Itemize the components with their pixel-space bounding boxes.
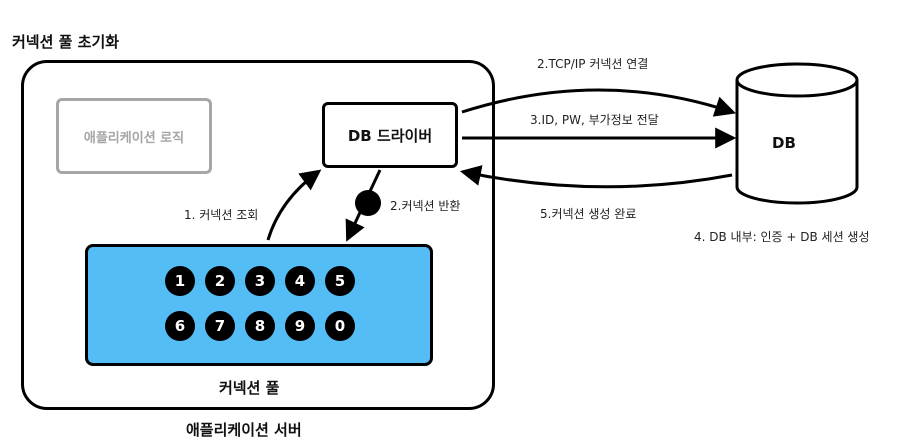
step-lookup-label: 1. 커넥션 조회 (184, 208, 259, 222)
connection-6: 6 (165, 311, 195, 341)
connection-8: 8 (245, 311, 275, 341)
connection-0: 0 (325, 311, 355, 341)
connection-pool-label: 커넥션 풀 (219, 379, 280, 397)
database-label: DB (772, 134, 796, 152)
step-return-label: 2.커넥션 반환 (390, 199, 461, 213)
tcp-connect-arrow (461, 88, 736, 117)
connection-complete-arrow (459, 165, 733, 189)
db-driver-label: DB 드라이버 (347, 126, 433, 145)
connection-9: 9 (285, 311, 315, 341)
application-server-label: 애플리케이션 서버 (186, 421, 302, 439)
returned-connection-dot (355, 190, 381, 216)
step-credentials-label: 3.ID, PW, 부가정보 전달 (530, 113, 659, 127)
connection-4: 4 (285, 266, 315, 296)
connection-2: 2 (205, 266, 235, 296)
application-logic-label: 애플리케이션 로직 (83, 130, 185, 146)
connection-7: 7 (205, 311, 235, 341)
lookup-arrow (266, 169, 322, 241)
step-internal-label: 4. DB 내부: 인증 + DB 세션 생성 (694, 230, 870, 244)
database-cylinder (735, 62, 859, 205)
connection-3: 3 (245, 266, 275, 296)
application-logic-box: 애플리케이션 로직 (56, 98, 212, 174)
step-complete-label: 5.커넥션 생성 완료 (540, 207, 637, 221)
step-tcp-label: 2.TCP/IP 커넥션 연결 (537, 57, 649, 71)
connection-1: 1 (165, 266, 195, 296)
application-server-box (21, 60, 495, 410)
connection-5: 5 (325, 266, 355, 296)
diagram-title: 커넥션 풀 초기화 (12, 33, 120, 51)
connection-pool-box (85, 244, 433, 366)
db-driver-box: DB 드라이버 (322, 102, 458, 168)
